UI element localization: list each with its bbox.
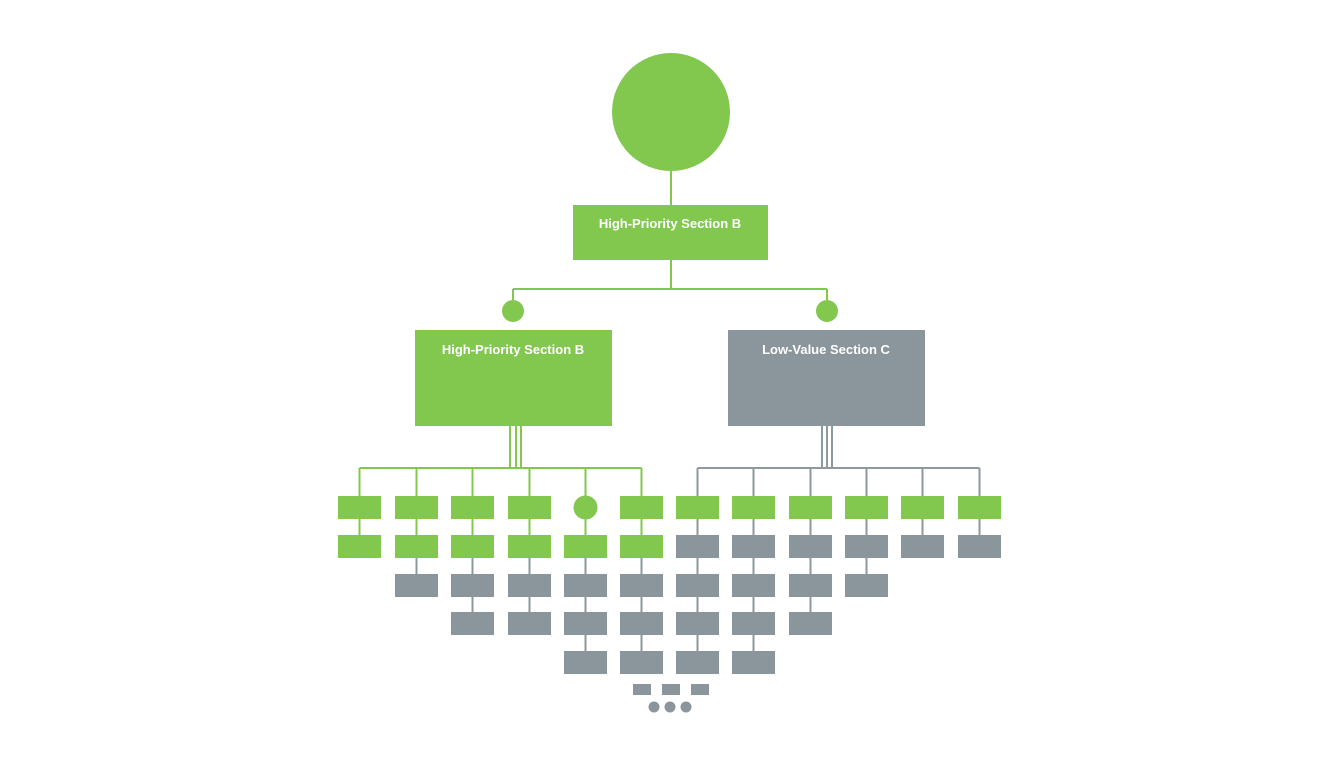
green-leaf-box — [620, 496, 663, 519]
leaf-circle-node — [573, 495, 598, 520]
left-section-label: High-Priority Section B — [442, 342, 584, 357]
gray-leaf-box — [676, 612, 719, 635]
green-leaf-box — [508, 535, 551, 558]
continuation-dot — [664, 701, 676, 713]
green-leaf-box — [789, 496, 832, 519]
gray-leaf-box — [845, 535, 888, 558]
green-leaf-box — [845, 496, 888, 519]
green-leaf-box — [338, 496, 381, 519]
gray-leaf-box — [732, 612, 775, 635]
left-section-box — [415, 330, 612, 426]
gray-leaf-box — [395, 574, 438, 597]
gray-leaf-box — [789, 574, 832, 597]
continuation-box — [633, 684, 651, 695]
leaf-grid — [338, 495, 1001, 674]
continuation-dot — [648, 701, 660, 713]
green-leaf-box — [451, 496, 494, 519]
gray-leaf-box — [958, 535, 1001, 558]
left-branch-dot — [502, 300, 524, 322]
gray-leaf-box — [508, 574, 551, 597]
green-leaf-box — [395, 496, 438, 519]
gray-leaf-box — [451, 612, 494, 635]
gray-leaf-box — [732, 574, 775, 597]
gray-leaf-box — [508, 612, 551, 635]
gray-leaf-box — [564, 574, 607, 597]
continuation-box — [662, 684, 680, 695]
top-section-box — [573, 205, 768, 260]
green-leaf-box — [676, 496, 719, 519]
continuation-dot — [680, 701, 692, 713]
gray-leaf-box — [564, 612, 607, 635]
green-leaf-box — [395, 535, 438, 558]
gray-leaf-box — [564, 651, 607, 674]
gray-leaf-box — [620, 612, 663, 635]
gray-leaf-box — [620, 574, 663, 597]
green-leaf-box — [338, 535, 381, 558]
connectors — [358, 171, 981, 651]
top-section-node: High-Priority Section B — [573, 205, 768, 260]
gray-leaf-box — [451, 574, 494, 597]
gray-leaf-box — [845, 574, 888, 597]
gray-leaf-box — [732, 535, 775, 558]
gray-leaf-box — [676, 535, 719, 558]
root-circle-node — [612, 53, 730, 171]
right-branch-dot — [816, 300, 838, 322]
right-section-node: Low-Value Section C — [728, 330, 925, 426]
green-leaf-box — [564, 535, 607, 558]
green-leaf-box — [620, 535, 663, 558]
green-leaf-box — [732, 496, 775, 519]
continuation-marks — [633, 684, 709, 713]
green-leaf-box — [958, 496, 1001, 519]
right-section-box — [728, 330, 925, 426]
gray-leaf-box — [676, 651, 719, 674]
top-section-label: High-Priority Section B — [599, 216, 741, 231]
green-leaf-box — [901, 496, 944, 519]
gray-leaf-box — [789, 535, 832, 558]
gray-leaf-box — [789, 612, 832, 635]
green-leaf-box — [451, 535, 494, 558]
continuation-box — [691, 684, 709, 695]
gray-leaf-box — [732, 651, 775, 674]
gray-leaf-box — [676, 574, 719, 597]
gray-leaf-box — [620, 651, 663, 674]
green-leaf-box — [508, 496, 551, 519]
left-section-node: High-Priority Section B — [415, 330, 612, 426]
gray-leaf-box — [901, 535, 944, 558]
right-section-label: Low-Value Section C — [762, 342, 890, 357]
